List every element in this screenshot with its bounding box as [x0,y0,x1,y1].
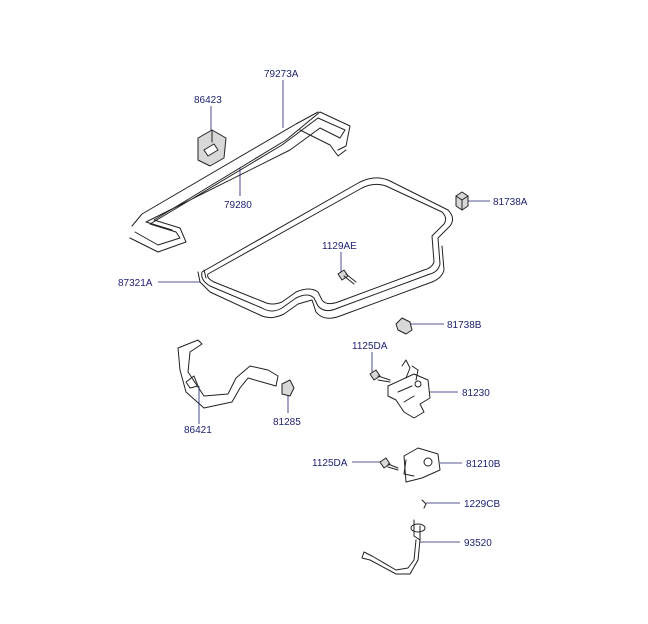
label-1125DA-top: 1125DA [352,341,388,352]
bumper-81738B [395,317,413,335]
label-79273A: 79273A [264,69,299,80]
label-79280: 79280 [224,200,252,211]
support-rod-79273A [129,111,351,253]
label-93520: 93520 [464,538,492,549]
bolt-1129AE [337,269,357,285]
label-1229CB: 1229CB [464,499,500,510]
label-86423: 86423 [194,95,222,106]
weatherstrip-87321A [197,177,454,319]
label-81738B: 81738B [447,320,482,331]
label-1125DA-bottom: 1125DA [312,458,348,469]
striker-81210B [403,447,441,483]
bolt-1125DA-bottom [379,457,399,471]
screw-1229CB [421,499,427,509]
leader-lines [158,80,490,543]
stopper-81285 [281,379,295,397]
label-81210B: 81210B [466,459,501,470]
label-81738A: 81738A [493,197,528,208]
clip-86423 [197,129,227,167]
label-86421: 86421 [184,425,212,436]
bolt-1125DA-top [369,369,391,383]
latch-81230 [387,359,431,419]
label-1129AE: 1129AE [322,241,357,252]
bumper-81738A [455,191,469,211]
switch-93520 [361,519,426,575]
bracket-86421 [177,339,279,409]
label-81285: 81285 [273,417,301,428]
label-87321A: 87321A [118,278,153,289]
label-81230: 81230 [462,388,490,399]
